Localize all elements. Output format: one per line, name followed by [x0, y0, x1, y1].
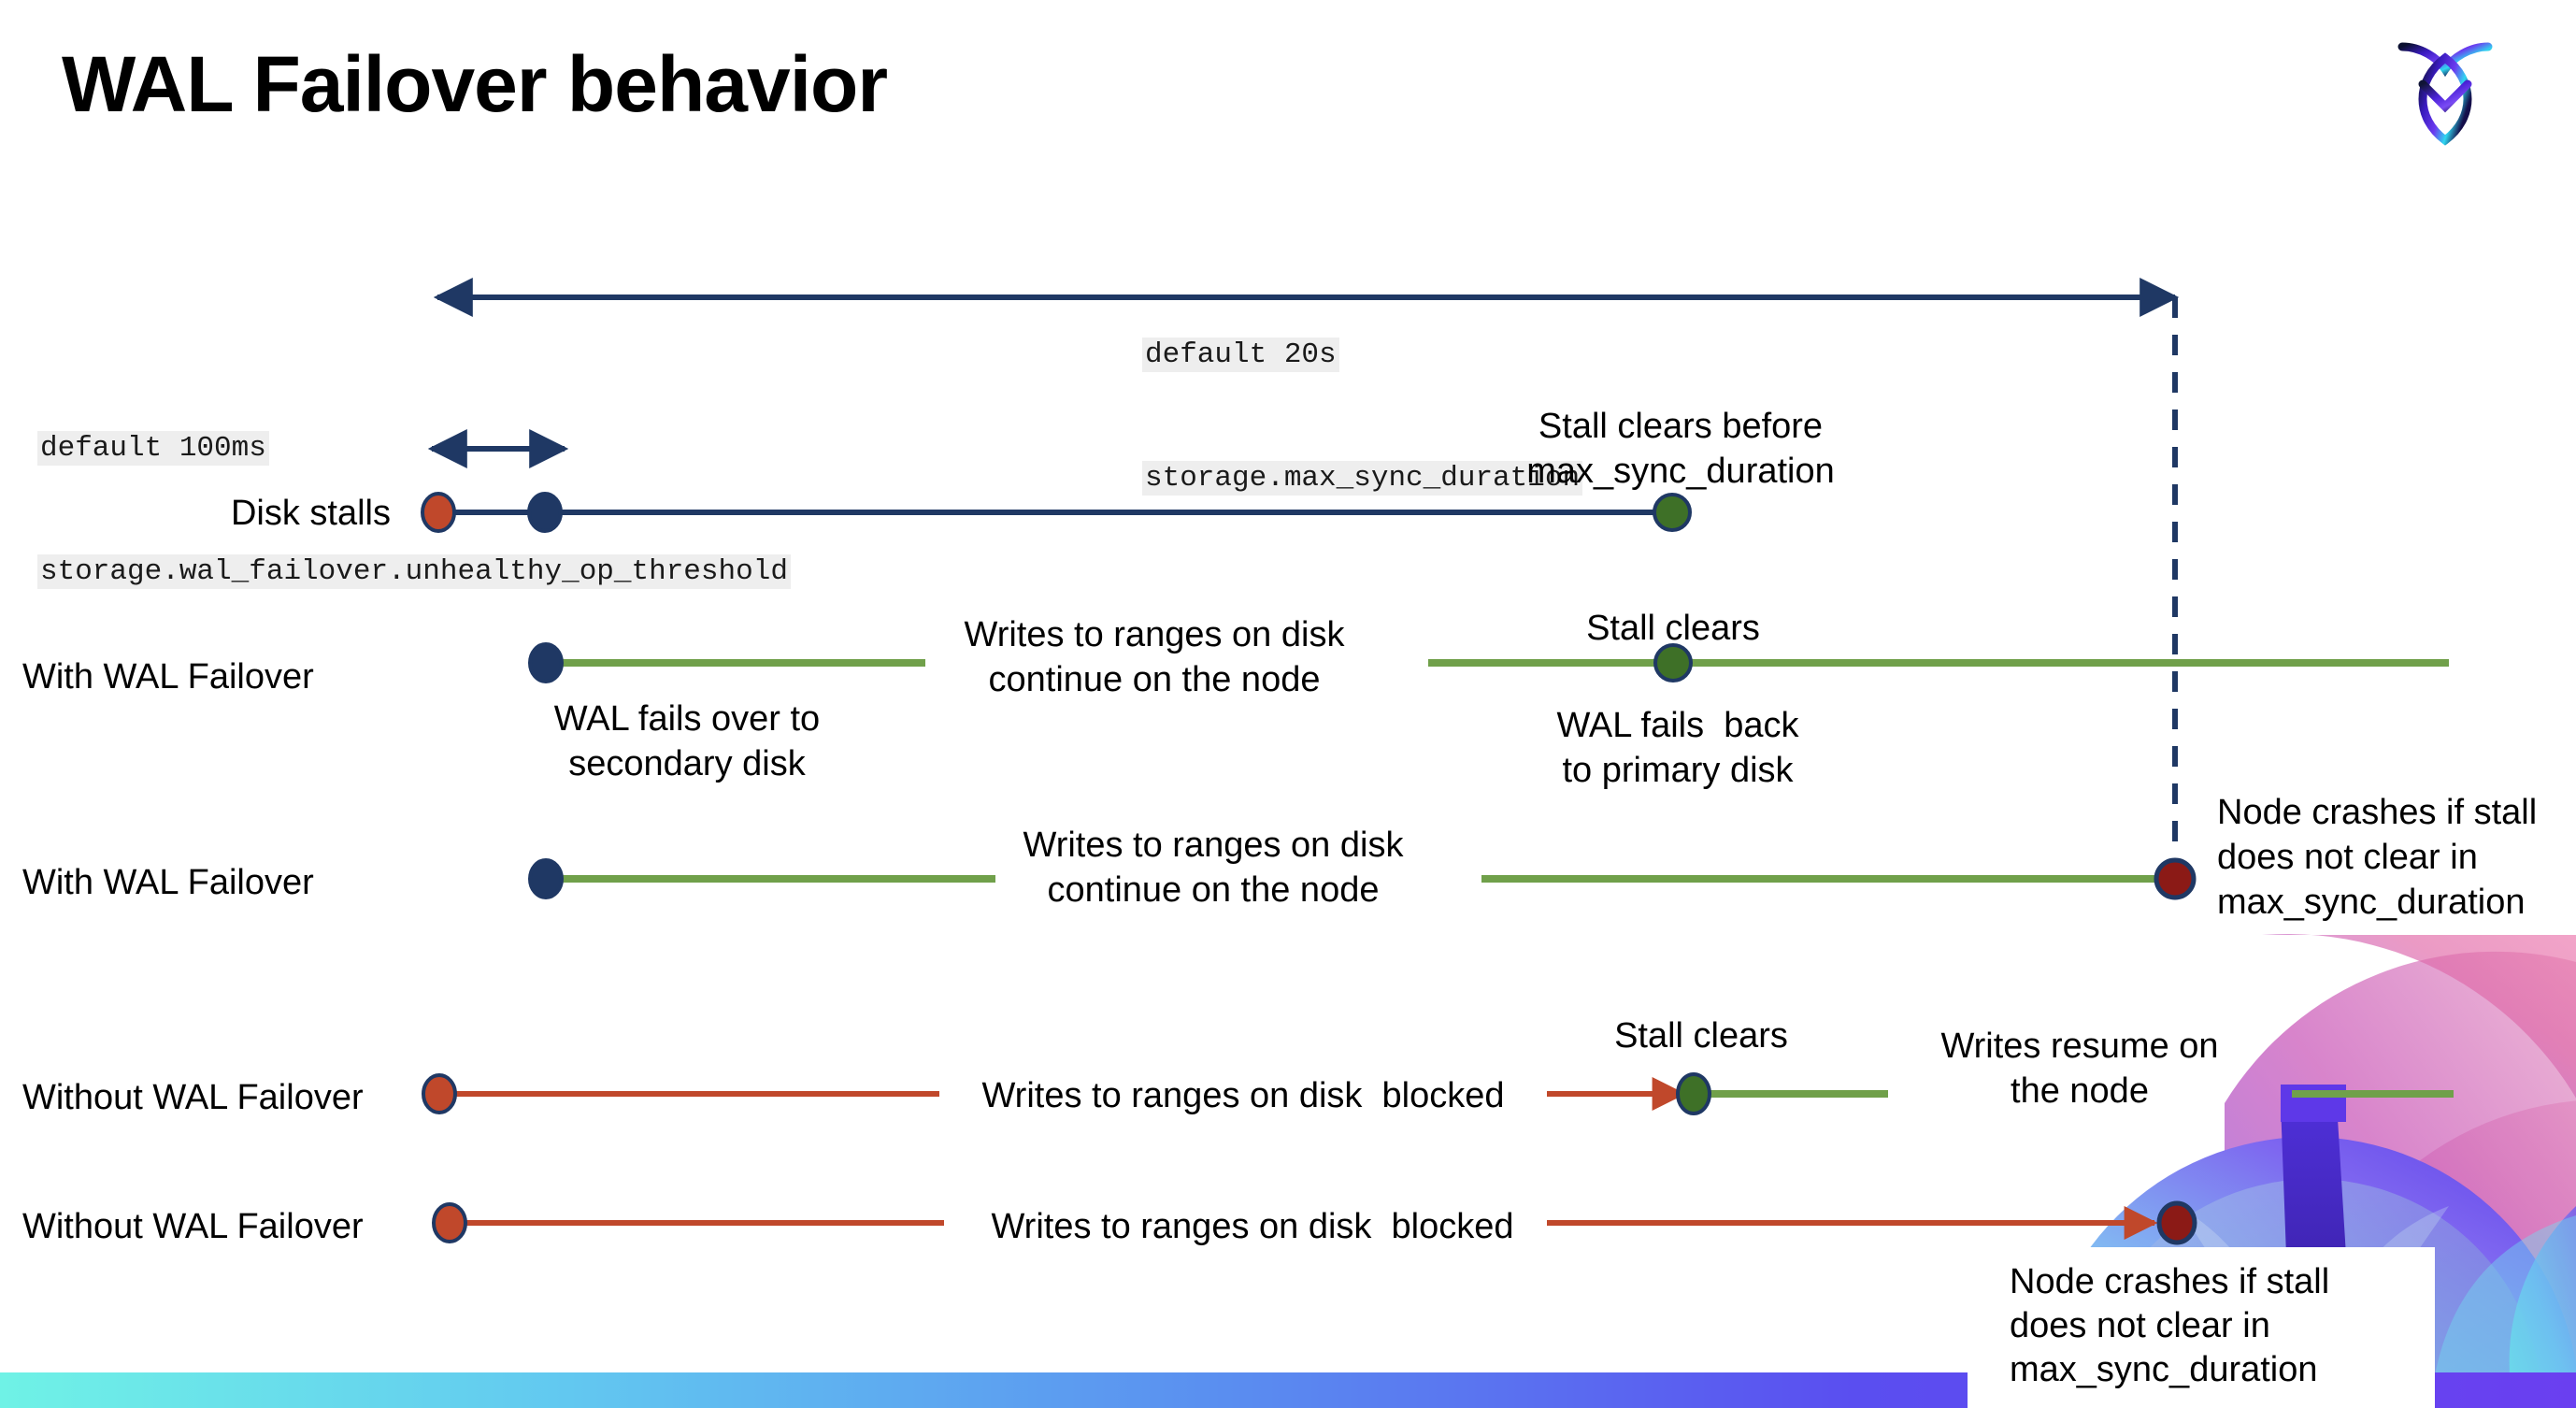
node-crash-dot-with-failover — [2154, 857, 2197, 900]
row-with-wal-failover-crashes — [528, 857, 2197, 900]
max-sync-default-label: default 20s — [1142, 338, 1339, 372]
note-writes-blocked-1: Writes to ranges on disk blocked — [981, 1076, 1505, 1115]
note-writes-continue-1: Writes to ranges on disk continue on the… — [964, 615, 1345, 699]
row-without-wal-failover-recovers — [422, 1072, 2454, 1115]
row-label-disk-stalls: Disk stalls — [230, 494, 391, 533]
cockroachdb-logo — [2389, 26, 2501, 148]
max-sync-duration-annotation: default 20s storage.max_sync_duration — [1142, 252, 1583, 582]
stall-start-dot-crash — [432, 1202, 467, 1243]
note-node-crashes-2: Node crashes if stall does not clear in … — [2010, 1262, 2330, 1389]
row-label-with-wal-failover-2: With WAL Failover — [22, 863, 314, 902]
row-label-with-wal-failover-1: With WAL Failover — [22, 657, 314, 697]
note-stall-clears-2: Stall clears — [1614, 1016, 1788, 1056]
wal-failover-start-dot — [528, 642, 564, 683]
note-writes-resume: Writes resume on the node — [1940, 1027, 2219, 1111]
row-with-wal-failover-recovers — [528, 642, 2449, 683]
max-sync-setting-label: storage.max_sync_duration — [1142, 461, 1583, 496]
stall-clears-dot — [1653, 493, 1692, 532]
wal-failover-crash-start-dot — [528, 858, 564, 899]
node-crash-dot-no-failover — [2156, 1200, 2197, 1245]
note-wal-fails-over: WAL fails over to secondary disk — [553, 699, 821, 783]
note-writes-continue-2: Writes to ranges on disk continue on the… — [1023, 826, 1404, 910]
note-stall-clears-1: Stall clears — [1586, 609, 1760, 648]
unhealthy-op-threshold-annotation: default 100ms storage.wal_failover.unhea… — [37, 346, 791, 675]
row-label-without-wal-failover-2: Without WAL Failover — [22, 1207, 364, 1246]
node-crash-callout-card: Node crashes if stall does not clear in … — [1968, 1247, 2435, 1408]
stall-clears-dot-no-failover — [1676, 1072, 1711, 1115]
unhealthy-op-setting-label: storage.wal_failover.unhealthy_op_thresh… — [37, 554, 791, 589]
page-title: WAL Failover behavior — [62, 40, 888, 128]
row-label-without-wal-failover-1: Without WAL Failover — [22, 1078, 364, 1117]
unhealthy-op-default-label: default 100ms — [37, 431, 269, 466]
row-without-wal-failover-crashes — [432, 1200, 2197, 1245]
note-node-crashes-1: Node crashes if stall does not clear in … — [2217, 793, 2538, 922]
note-writes-blocked-2: Writes to ranges on disk blocked — [991, 1207, 1514, 1246]
wal-failback-dot — [1653, 643, 1693, 682]
row-disk-stalls — [421, 492, 1692, 533]
note-wal-fails-back: WAL fails back to primary disk — [1556, 706, 1799, 790]
stall-start-dot — [421, 492, 456, 533]
failover-trigger-dot — [527, 492, 563, 533]
note-stall-clears-before-max-sync: Stall clears before max_sync_duration — [1526, 407, 1835, 491]
stall-start-dot-no-failover — [422, 1073, 457, 1114]
